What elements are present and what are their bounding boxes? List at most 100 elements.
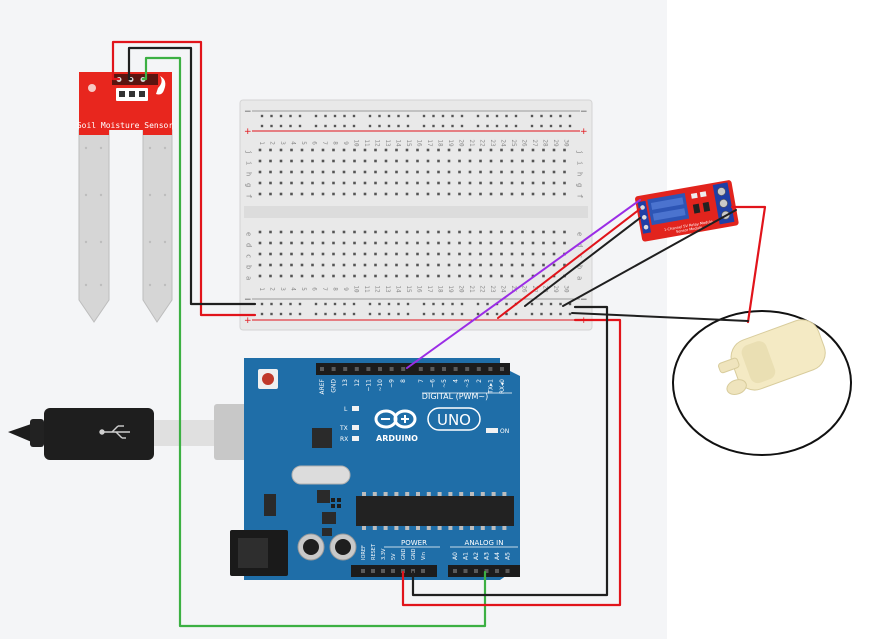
terminal-hole: [300, 274, 304, 278]
terminal-hole: [321, 252, 325, 256]
terminal-hole: [300, 170, 304, 174]
terminal-hole: [321, 192, 325, 196]
wire-pump-black[interactable]: [571, 312, 749, 322]
column-number: 6: [311, 141, 318, 145]
terminal-hole: [342, 181, 346, 185]
soil-moisture-sensor[interactable]: Soil Moisture Sensor: [77, 72, 174, 323]
sensor-header-pins[interactable]: [112, 74, 158, 85]
terminal-hole: [321, 263, 325, 267]
digital-pin: [430, 367, 435, 371]
led-label-rx: RX: [340, 436, 348, 443]
column-number: 9: [342, 141, 349, 145]
rail-hole: [486, 312, 489, 316]
rail-hole: [378, 312, 381, 316]
row-label: a: [245, 276, 253, 280]
digital-pin: [488, 367, 493, 371]
column-number: 14: [395, 285, 402, 293]
chip-leg: [426, 526, 431, 530]
top-rail-holes[interactable]: [260, 114, 572, 128]
analog-pin-label: A3: [484, 552, 491, 560]
terminal-hole: [426, 274, 430, 278]
column-number: 19: [447, 285, 454, 293]
rail-hole: [270, 124, 273, 128]
terminal-hole: [279, 274, 283, 278]
power-label: POWER: [401, 539, 427, 547]
terminal-hole: [405, 274, 409, 278]
rail-hole: [441, 124, 445, 128]
row-label: j: [245, 150, 253, 154]
relay-module[interactable]: 1-Channel 5V Relay Module Sensor Module: [635, 180, 739, 242]
terminal-hole: [489, 181, 493, 185]
terminal-hole: [311, 192, 314, 196]
terminal-hole: [521, 148, 524, 152]
column-number: 15: [405, 285, 412, 293]
water-pump[interactable]: [672, 310, 852, 456]
terminal-hole: [290, 181, 293, 185]
column-number: 13: [384, 139, 391, 147]
terminal-holes-top[interactable]: [258, 148, 566, 196]
column-number: 24: [500, 285, 507, 293]
rail-hole: [397, 302, 400, 306]
terminal-hole: [479, 252, 482, 256]
column-number: 19: [447, 139, 454, 147]
digital-pin-holes[interactable]: [320, 367, 504, 371]
wire-sensor-gnd[interactable]: [127, 46, 257, 306]
wire-relay-gnd[interactable]: [524, 217, 641, 307]
column-number: 7: [321, 141, 328, 145]
wire-relay-com[interactable]: [562, 209, 737, 307]
terminal-hole: [384, 181, 388, 185]
analog-header[interactable]: [448, 565, 520, 577]
digital-pin-label: 4: [453, 379, 460, 383]
wire-relay-signal[interactable]: [406, 199, 641, 369]
terminal-hole: [479, 181, 482, 185]
terminal-hole: [321, 241, 325, 245]
terminal-hole: [437, 263, 440, 267]
chip-leg: [459, 492, 464, 496]
wire-relay-no-red[interactable]: [730, 205, 767, 324]
wire-5v-rail[interactable]: [401, 318, 622, 607]
rail-hole: [378, 302, 381, 306]
terminal-hole: [300, 181, 304, 185]
rail-hole: [441, 302, 445, 306]
rail-hole: [324, 114, 327, 118]
wire-relay-vcc[interactable]: [497, 208, 641, 319]
digital-pin-label: ~11: [365, 379, 372, 392]
rail-hole: [314, 302, 318, 306]
terminal-hole: [258, 181, 262, 185]
rail-hole: [505, 124, 508, 128]
icsp-header[interactable]: [331, 498, 341, 508]
terminal-hole: [426, 181, 430, 185]
terminal-hole: [405, 241, 409, 245]
bottom-rail-holes[interactable]: [260, 302, 572, 316]
terminal-hole: [321, 274, 325, 278]
rail-hole: [476, 302, 480, 306]
rail-hole: [568, 124, 572, 128]
column-number: 26: [521, 285, 528, 293]
terminal-hole: [384, 274, 388, 278]
rail-hole: [333, 114, 337, 118]
wires[interactable]: [111, 40, 767, 628]
terminal-hole: [479, 148, 482, 152]
wire-sensor-signal[interactable]: [141, 56, 487, 628]
rail-hole: [422, 114, 426, 118]
rail-hole: [324, 302, 327, 306]
terminal-hole: [447, 230, 451, 234]
wire-gnd-rail[interactable]: [411, 305, 609, 597]
pump-body: [718, 319, 826, 395]
column-number: 29: [552, 139, 559, 147]
digital-header[interactable]: [316, 363, 510, 375]
rail-hole: [451, 302, 454, 306]
rail-hole: [568, 114, 572, 118]
wire-sensor-vcc[interactable]: [111, 40, 257, 317]
terminal-hole: [374, 274, 377, 278]
terminal-hole: [447, 159, 451, 163]
terminal-hole: [489, 274, 493, 278]
rail-hole: [505, 114, 508, 118]
rail-hole: [514, 114, 518, 118]
rail-plus-label: +: [244, 127, 252, 137]
terminal-hole: [279, 148, 283, 152]
terminal-hole: [300, 159, 304, 163]
